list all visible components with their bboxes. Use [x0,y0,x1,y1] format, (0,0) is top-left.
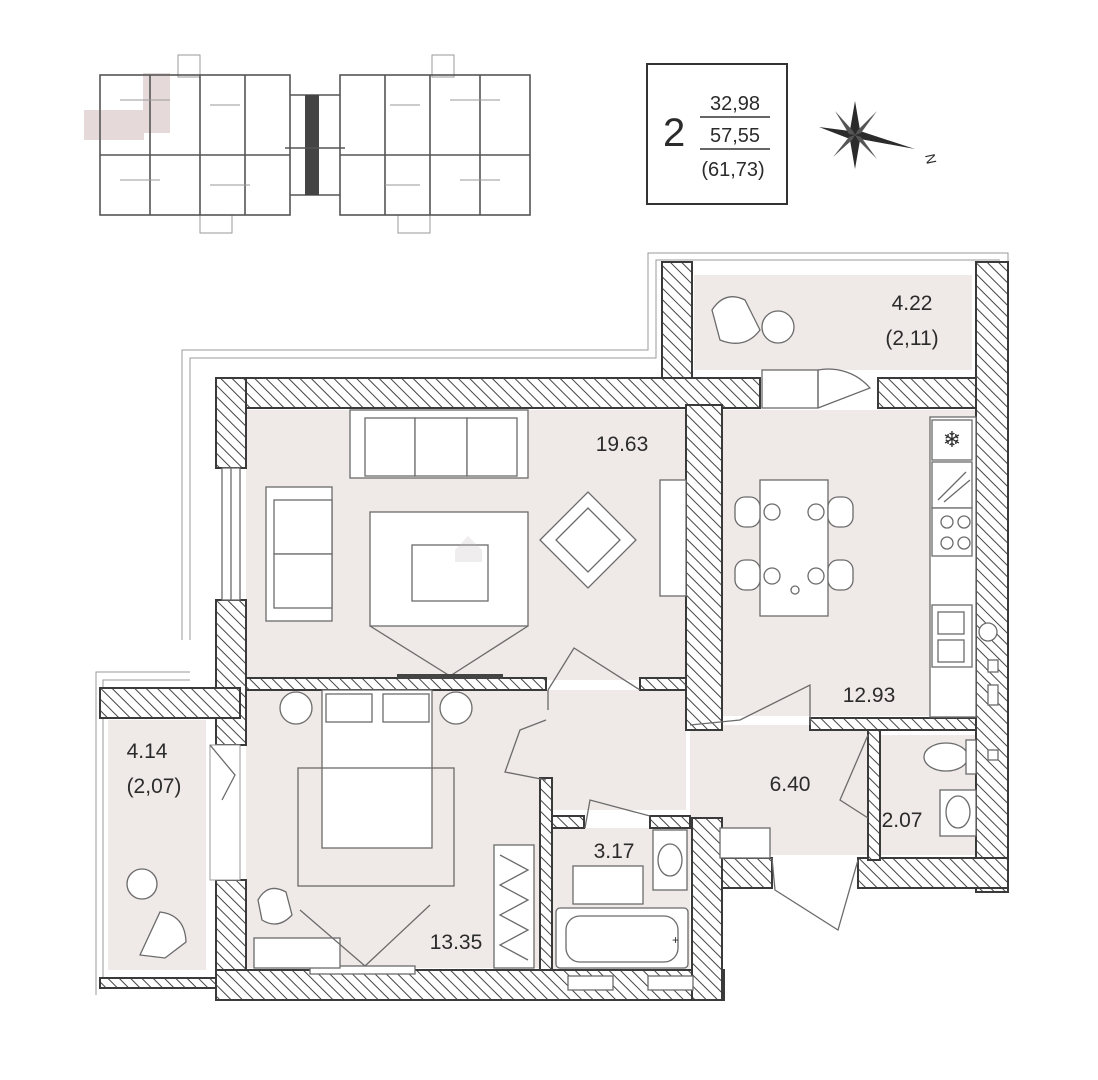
top-balcony-furniture [711,296,795,344]
compass-icon: N [819,101,940,169]
balcony-top-reduced-area: (2,11) [885,327,938,350]
bedroom-furniture [253,689,535,969]
compass-north-label: N [922,152,940,165]
left-balcony-furniture [126,868,187,959]
living-area: 32,98 [710,93,760,115]
balcony-left-reduced-area: (2,07) [127,775,182,798]
room-count: 2 [663,111,685,155]
kitchen-furniture: ❄ [734,416,998,718]
kitchen-area: 12.93 [843,684,896,707]
total-area: 57,55 [710,125,760,147]
bathroom-furniture: + [555,827,771,969]
living-room-furniture [265,409,687,679]
doors [209,368,872,932]
bathroom-area: 3.17 [594,840,635,863]
toilet-area: 2.07 [882,809,923,832]
key-plan [84,54,531,234]
fridge-snowflake-icon: ❄ [943,427,961,452]
hall-area: 6.40 [770,773,811,796]
balcony-left-area: 4.14 [127,740,168,763]
toilet-room-furniture [923,659,999,837]
total-area-with-balconies: (61,73) [701,159,764,181]
walls [99,261,1009,1001]
area-labels: 4.22 (2,11) 19.63 12.93 4.14 (2,07) 6.40… [127,292,939,954]
bath-tap-icon: + [672,933,679,947]
balcony-top-area: 4.22 [892,292,933,315]
watermark-logo [455,536,482,562]
windows [209,369,819,991]
balcony-outlines [95,252,1009,995]
bedroom-area: 13.35 [430,931,483,954]
living-room-area: 19.63 [596,433,649,456]
apartment-summary: 2 32,98 57,55 (61,73) [646,63,788,205]
